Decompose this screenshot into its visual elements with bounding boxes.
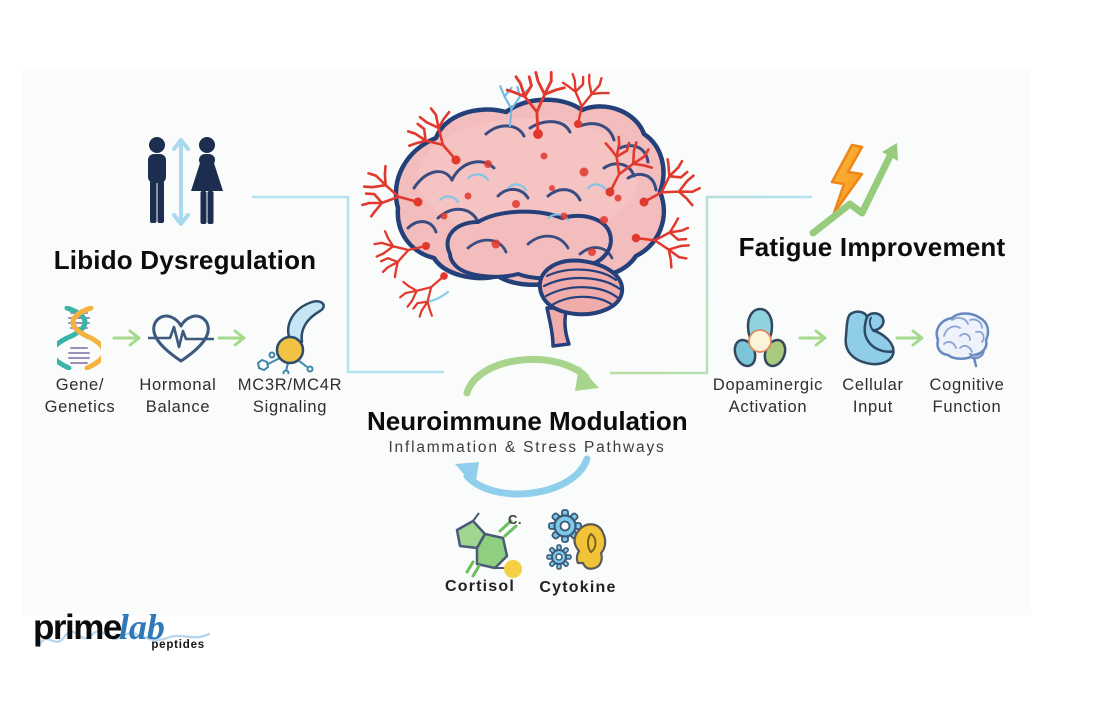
male-figure — [148, 137, 166, 223]
step-label: Cognitive Function — [892, 374, 1042, 418]
step-label: Dopaminergic Activation — [693, 374, 843, 418]
mediator-label: Cortisol — [444, 578, 516, 595]
brain-neurons-illustration — [354, 68, 707, 348]
step-label-line: Function — [932, 398, 1002, 416]
left-connector-line — [252, 195, 444, 374]
activity-dots — [440, 152, 622, 256]
step-label-line: Signaling — [252, 398, 328, 416]
lightning-trend-icon — [809, 143, 898, 237]
center-title: Neuroimmune Modulation — [367, 406, 688, 436]
cycle-arrow-blue — [455, 455, 591, 498]
step-label-line: Balance — [145, 398, 211, 416]
male-female-balance-icon — [148, 137, 223, 226]
step-label-line: MC3R/MC4R — [237, 376, 343, 394]
flow-arrow-icon — [112, 329, 141, 347]
trend-arrow — [809, 143, 898, 237]
step-label-line: Dopaminergic — [712, 376, 824, 394]
left-section-title: Libido Dysregulation — [53, 245, 317, 275]
center-subtitle: Inflammation & Stress Pathways — [388, 439, 666, 456]
right-section-title: Fatigue Improvement — [738, 232, 1006, 262]
gear-small — [546, 544, 572, 570]
cortisol-annotation: C. — [508, 512, 522, 527]
cytokine-cell — [573, 523, 607, 570]
step-label: Gene/ Genetics — [10, 374, 150, 418]
flow-arrow-icon — [217, 329, 246, 347]
dna-icon — [57, 306, 101, 370]
gyri-lines — [406, 120, 658, 234]
female-figure — [191, 137, 223, 224]
step-label-line: Input — [852, 398, 894, 416]
logo-text-secondary: lab — [118, 607, 165, 647]
step-label-line: Genetics — [44, 398, 116, 416]
heart-pulse-icon — [148, 314, 214, 363]
step-label-line: Hormonal — [139, 376, 217, 394]
cognitive-brain-icon — [935, 312, 990, 368]
receptor-icon — [256, 300, 325, 374]
lightning-bolt — [830, 143, 864, 215]
cycle-arrow-green — [463, 356, 599, 397]
flow-arrow-icon — [895, 329, 924, 347]
step-label-line: Gene/ — [55, 376, 105, 394]
brand-logo: prime lab peptides — [33, 606, 223, 651]
step-label-line: Cognitive — [929, 376, 1005, 394]
step-label-line: Cellular — [842, 376, 904, 394]
right-connector-line — [610, 195, 812, 375]
mediator-label: Cytokine — [539, 579, 617, 596]
logo-text-sub: peptides — [151, 639, 205, 651]
logo-text-primary: prime — [33, 608, 122, 647]
flow-arrow-icon — [798, 329, 827, 347]
step-label: Hormonal Balance — [108, 374, 248, 418]
updown-arrow-icon — [172, 138, 190, 226]
step-label-line: Activation — [728, 398, 808, 416]
brain-stem — [545, 306, 571, 348]
dopamine-icon — [733, 307, 787, 368]
logo-watermark-scribble — [37, 630, 211, 648]
bicep-icon — [844, 310, 895, 366]
cortisol-molecule-icon — [455, 512, 522, 578]
step-label: MC3R/MC4R Signaling — [220, 374, 360, 418]
cytokine-gears-icon — [546, 509, 607, 570]
gear-large — [548, 509, 582, 543]
step-label: Cellular Input — [798, 374, 948, 418]
